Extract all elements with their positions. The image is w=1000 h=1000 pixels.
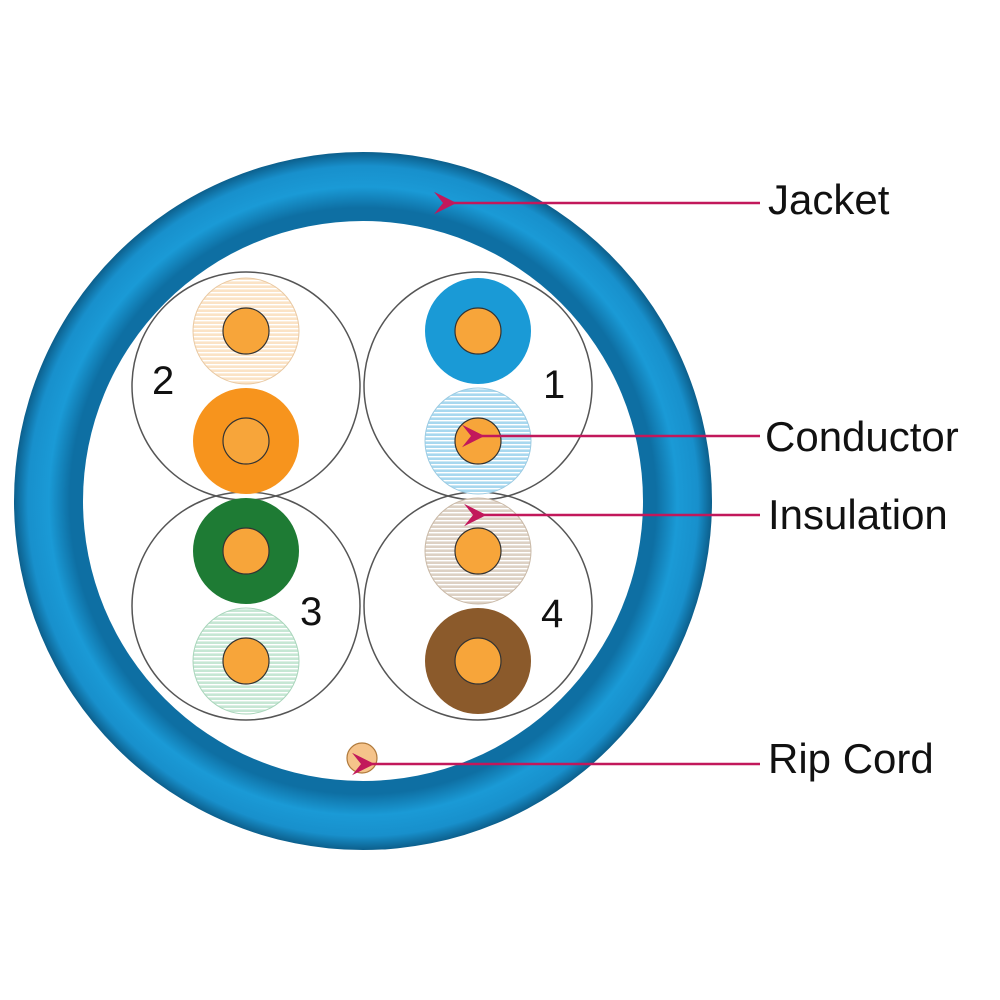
pair-1-solid-conductor bbox=[454, 307, 502, 355]
insulation-label: Insulation bbox=[768, 491, 948, 538]
conductor-label: Conductor bbox=[765, 413, 959, 460]
pair-2-number: 2 bbox=[152, 359, 174, 403]
pair-3-striped-conductor bbox=[222, 637, 270, 685]
pair-4-number: 4 bbox=[541, 592, 563, 636]
pair-4-solid-conductor bbox=[454, 637, 502, 685]
pair-3-solid-conductor bbox=[222, 527, 270, 575]
rip-cord bbox=[346, 742, 378, 774]
pair-3-number: 3 bbox=[300, 590, 322, 634]
pair-2-striped-conductor bbox=[222, 307, 270, 355]
rip-cord-label: Rip Cord bbox=[768, 735, 934, 782]
jacket-label: Jacket bbox=[768, 176, 890, 223]
pair-4-striped-conductor bbox=[454, 527, 502, 575]
pair-2-solid-conductor bbox=[222, 417, 270, 465]
pair-1-striped-conductor bbox=[454, 417, 502, 465]
pair-1-number: 1 bbox=[543, 363, 565, 407]
